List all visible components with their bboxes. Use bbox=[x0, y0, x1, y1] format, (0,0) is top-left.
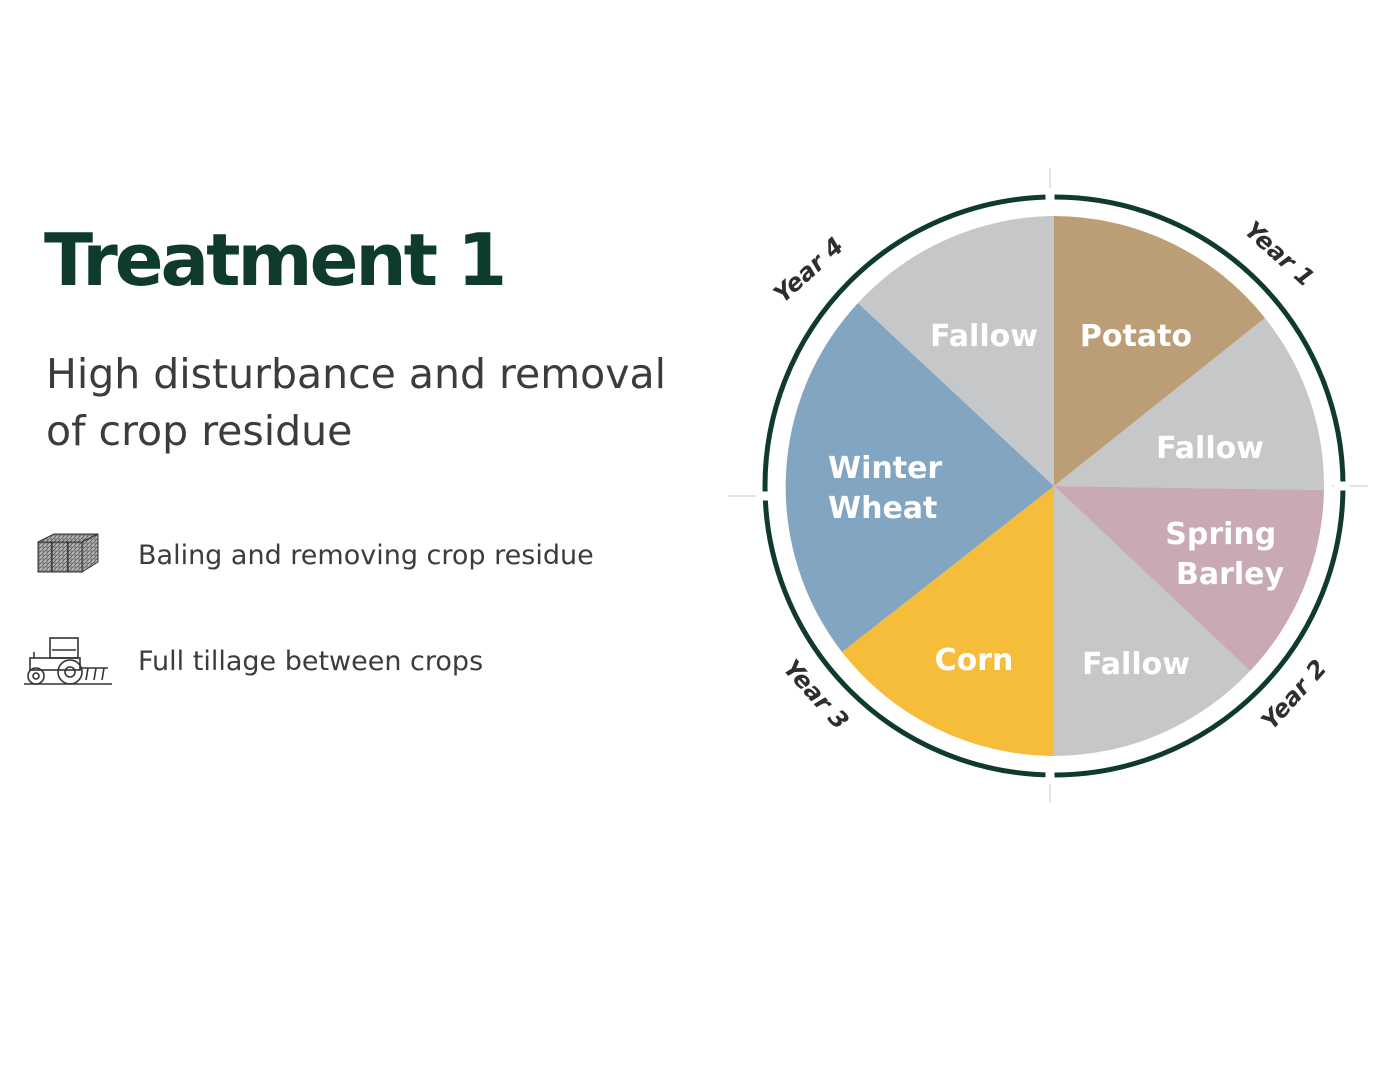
slice-label-corn: Corn bbox=[935, 643, 1014, 678]
crop-rotation-wheel: Potato Fallow Spring Barley Fallow Corn … bbox=[728, 168, 1368, 802]
slice-fallow-year2 bbox=[1054, 486, 1250, 756]
slice-spring-barley bbox=[1054, 486, 1324, 671]
tractor-icon bbox=[22, 632, 114, 692]
slice-label-potato: Potato bbox=[1080, 319, 1192, 354]
page-subtitle: High disturbance and removal of crop res… bbox=[46, 350, 667, 455]
legend-label-tillage: Full tillage between crops bbox=[138, 646, 484, 677]
year-label-3: Year 3 bbox=[778, 654, 855, 735]
slice-label-fallow-year4: Fallow bbox=[930, 319, 1038, 354]
slice-label-winter-wheat-line1: Winter bbox=[828, 451, 942, 486]
legend-label-baling: Baling and removing crop residue bbox=[138, 540, 594, 571]
slice-label-fallow-year2: Fallow bbox=[1082, 647, 1190, 682]
hay-bale-icon bbox=[22, 526, 114, 586]
slice-corn bbox=[842, 486, 1054, 756]
slice-label-fallow-year1: Fallow bbox=[1156, 431, 1264, 466]
slice-label-spring-barley: Spring Barley bbox=[1165, 517, 1286, 592]
slice-fallow-year1 bbox=[1054, 318, 1325, 490]
slice-label-spring-barley-line2: Barley bbox=[1176, 557, 1285, 592]
slice-label-winter-wheat: Winter Wheat bbox=[828, 451, 953, 526]
slice-potato bbox=[1054, 216, 1265, 486]
slice-fallow-year4 bbox=[858, 216, 1054, 486]
slice-label-winter-wheat-line2: Wheat bbox=[828, 491, 937, 526]
year-label-2: Year 2 bbox=[1256, 654, 1333, 735]
slice-label-spring-barley-line1: Spring bbox=[1165, 517, 1276, 552]
year-label-1: Year 1 bbox=[1239, 216, 1320, 293]
legend-item-baling: Baling and removing crop residue bbox=[22, 526, 702, 586]
ring-gaps bbox=[756, 188, 1350, 784]
page-title: Treatment 1 bbox=[44, 218, 507, 302]
legend-item-tillage: Full tillage between crops bbox=[22, 632, 702, 692]
slice-winter-wheat bbox=[785, 303, 1054, 652]
